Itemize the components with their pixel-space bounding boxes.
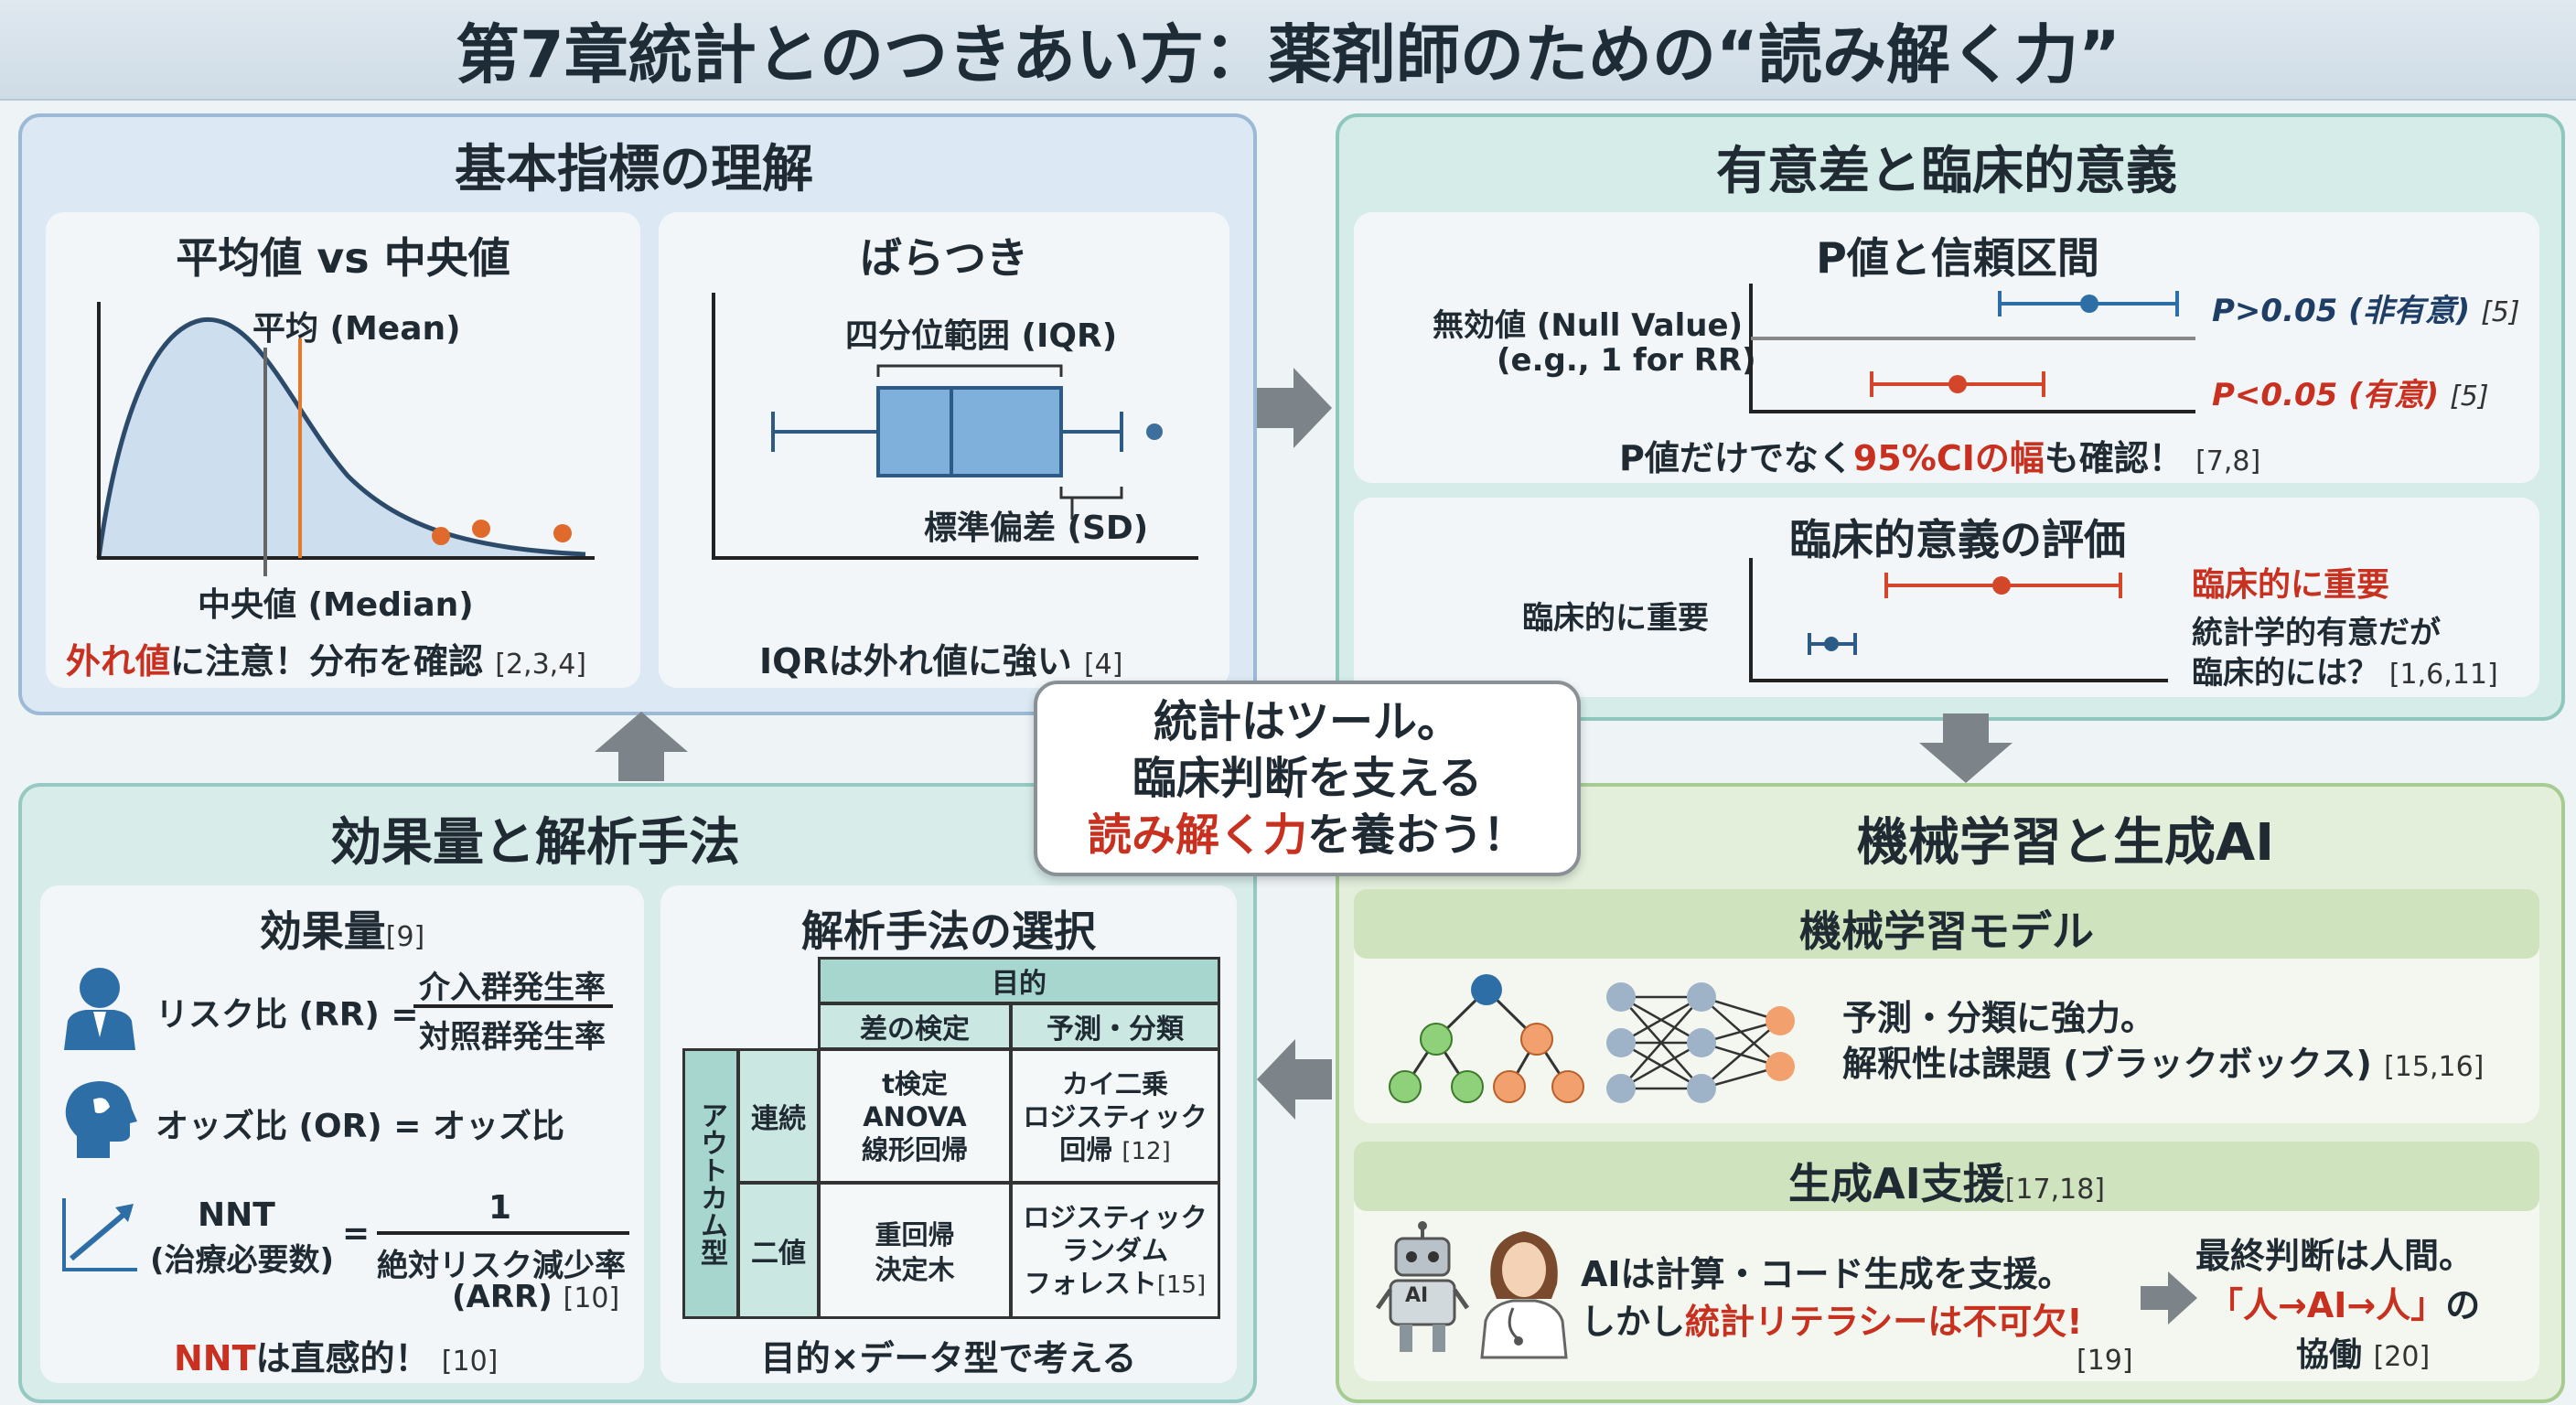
col-prediction: 予測・分類 [1010,1003,1220,1050]
title-bar: 第7章統計とのつきあい方：薬剤師のための“読み解く力” [0,0,2576,101]
ci-forest-plot [1749,284,2195,413]
arrow-right-icon [2141,1271,2197,1325]
person-icon [64,968,135,1050]
final-judgement-text: 最終判断は人間。 [2195,1236,2474,1276]
clinical-significance-title: 臨床的意義の評価 [1789,515,2126,564]
arrow-right-top-icon [1257,368,1332,448]
nnt-note: NNTは直感的！ [10] [174,1338,499,1378]
arrow-down-icon [1919,713,2012,783]
stat-significant-text: 統計学的有意だが [2192,615,2441,651]
head-profile-icon [65,1081,137,1158]
clinical-question-text: 臨床的には？ [1,6,11] [2192,655,2498,692]
method-selection-title: 解析手法の選択 [801,906,1096,956]
risk-ratio-fraction-bar [413,1004,613,1008]
genai-literacy-text: しかし統計リテラシーは不可欠! [1581,1302,2083,1342]
basic-indicators-title: 基本指標の理解 [455,140,813,199]
skewed-distribution-chart [96,302,595,576]
odds-ratio-label: オッズ比 (OR) = オッズ比 [156,1108,564,1145]
significance-title: 有意差と臨床的意義 [1716,142,2177,201]
ml-model-title: 機械学習モデル [1799,906,2094,956]
effect-size-card [40,885,644,1383]
risk-ratio-numerator: 介入群発生率 [419,970,606,1006]
nnt-denominator-arr: (ARR) [10] [452,1279,620,1315]
genai-title: 生成AI支援[17,18] [1787,1159,2105,1208]
nnt-label: NNT [198,1196,275,1234]
human-ai-human-text: 「人→AI→人」の [2208,1285,2481,1325]
variability-title: ばらつき [860,233,1028,283]
effect-size-title: 効果量と解析手法 [330,813,740,873]
center-line-2: 臨床判断を支える [1132,753,1483,804]
outcome-header: アウトカム型 [682,1048,739,1319]
genai-support-text: AIは計算・コード生成を支援。 [1581,1254,2073,1294]
nnt-sublabel: (治療必要数) [150,1242,335,1279]
pvalue-ci-card [1354,212,2539,483]
mean-label: 平均 (Mean) [252,310,461,348]
neural-network-icon [1606,982,1795,1103]
clinically-important-label: 臨床的に重要 [2192,566,2390,604]
risk-ratio-denominator: 対照群発生率 [419,1019,606,1056]
ml-genai-title: 機械学習と生成AI [1856,813,2275,873]
cell-binary-difference: 重回帰決定木 [818,1182,1012,1319]
genai-literacy-ref: [19] [2077,1345,2133,1377]
center-line-1: 統計はツール。 [1153,696,1461,747]
center-message: 統計はツール。 臨床判断を支える 読み解く力を養おう！ [1034,681,1581,876]
purpose-header: 目的 [818,957,1220,1004]
center-line-3: 読み解く力を養おう！ [1087,810,1528,861]
ml-model-header [1354,889,2539,959]
iqr-note: IQRは外れ値に強い [4] [759,641,1123,681]
page-title: 第7章統計とのつきあい方：薬剤師のための“読み解く力” [455,16,2121,92]
genai-header [1354,1142,2539,1211]
cell-continuous-prediction: カイ二乗ロジスティック回帰 [12] [1010,1048,1220,1184]
method-note: 目的×データ型で考える [760,1338,1137,1378]
cell-binary-prediction: ロジスティックランダムフォレスト[15] [1010,1182,1220,1319]
robot-ai-badge: AI [1405,1284,1429,1307]
clinical-axis-label: 臨床的に重要 [1522,600,1709,637]
arrow-up-icon [595,712,688,781]
robot-icon [1375,1221,1470,1352]
arrow-left-bottom-icon [1257,1039,1332,1120]
median-label: 中央値 (Median) [198,586,474,624]
collaboration-text: 協働 [20] [2296,1336,2431,1374]
ml-interpretability-text: 解釈性は課題 (ブラックボックス) [15,16] [1842,1044,2485,1084]
effect-size-subtitle: 効果量[9] [259,906,425,956]
nnt-fraction-bar [377,1231,629,1235]
nnt-numerator: 1 [488,1189,512,1227]
sd-label: 標準偏差 (SD) [924,509,1149,547]
null-value-label: 無効値 (Null Value) [1433,307,1744,344]
outlier-note: 外れ値に注意！分布を確認 [2,3,4] [66,641,587,681]
decision-tree-icon [1389,974,1584,1103]
p-significant-label: P<0.05 (有意) [5] [2212,377,2489,413]
null-value-example: (e.g., 1 for RR) [1497,342,1756,379]
col-difference-test: 差の検定 [818,1003,1012,1050]
pharmacist-icon [1480,1231,1568,1359]
ci-width-note: P値だけでなく95%CIの幅も確認！ [7,8] [1619,438,2261,478]
clinical-forest-plot [1749,558,2168,682]
nnt-equals: = [342,1215,370,1252]
trend-arrow-icon [62,1198,137,1271]
row-binary: 二値 [737,1182,820,1319]
nnt-denominator: 絶対リスク減少率 [377,1248,626,1284]
risk-ratio-label: リスク比 (RR) = [156,996,419,1034]
boxplot-chart [712,293,1198,560]
mean-median-title: 平均値 vs 中央値 [176,233,510,283]
ml-strength-text: 予測・分類に強力。 [1842,998,2156,1038]
iqr-label: 四分位範囲 (IQR) [845,317,1118,355]
clinical-significance-card [1354,498,2539,697]
p-nonsignificant-label: P>0.05 (非有意) [5] [2212,293,2520,329]
pvalue-ci-title: P値と信頼区間 [1816,233,2099,283]
row-continuous: 連続 [737,1048,820,1184]
